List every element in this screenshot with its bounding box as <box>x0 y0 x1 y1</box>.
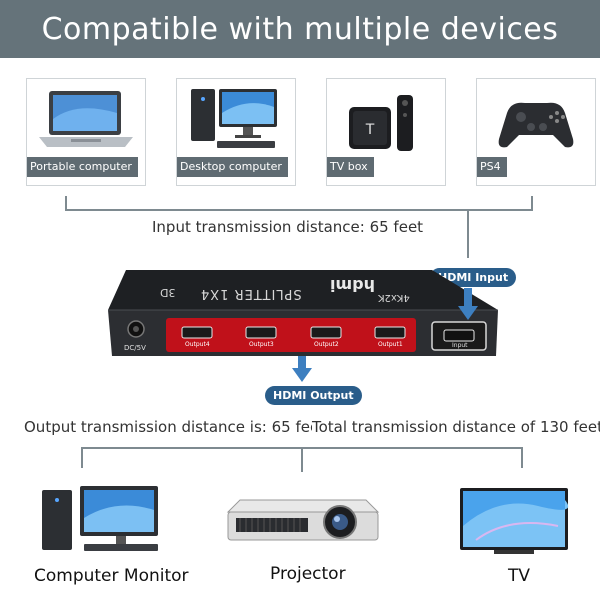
splitter-model-text: 4Kx2K <box>378 292 410 303</box>
input-label: Desktop computer <box>177 157 288 177</box>
hdmi-output-badge: HDMI Output <box>265 386 362 405</box>
output-label-computer-monitor: Computer Monitor <box>34 566 189 586</box>
splitter-top-text: SPLITTER 1X4 <box>200 286 302 301</box>
desktop-computer-icon <box>191 89 277 148</box>
power-port-label: DC/5V <box>124 344 146 352</box>
hdmi-input-badge: HDMI Input <box>430 268 517 287</box>
input-label: Portable computer <box>27 157 138 177</box>
output-port-label: Output4 <box>185 341 210 348</box>
input-card-ps4: PS4 <box>476 78 596 186</box>
gamepad-icon <box>498 102 574 148</box>
output-port-label: Output3 <box>249 341 274 348</box>
laptop-icon <box>39 91 133 147</box>
input-arrow-icon <box>458 288 478 320</box>
input-label: PS4 <box>477 157 507 177</box>
svg-text:T: T <box>365 122 375 138</box>
output-port-label: Output2 <box>314 341 339 348</box>
input-card-desktop-computer: Desktop computer <box>176 78 296 186</box>
output-arrow-icon <box>292 356 312 382</box>
input-port-label: Input <box>452 342 468 349</box>
output-ports <box>181 326 406 339</box>
tv-box-icon: T <box>349 95 413 151</box>
output-label-tv: TV <box>508 566 531 586</box>
page-title-banner: Compatible with multiple devices <box>0 0 600 58</box>
output-port-label: Output1 <box>378 341 403 348</box>
tv-icon <box>460 488 569 554</box>
output-distance-text: Output transmission distance is: 65 feet <box>24 418 326 436</box>
input-distance-text: Input transmission distance: 65 feet <box>148 218 428 236</box>
input-card-portable-computer: Portable computer <box>26 78 146 186</box>
splitter-brand-text: hdmi <box>330 276 375 295</box>
splitter-mode-text: 3D <box>160 286 176 299</box>
computer-monitor-icon <box>42 486 158 551</box>
input-label: TV box <box>327 157 374 177</box>
output-label-projector: Projector <box>270 564 346 584</box>
total-distance-text: Total transmission distance of 130 feet <box>312 418 600 436</box>
page-title: Compatible with multiple devices <box>41 11 559 47</box>
projector-icon <box>226 499 380 541</box>
input-card-tv-box: T TV box <box>326 78 446 186</box>
